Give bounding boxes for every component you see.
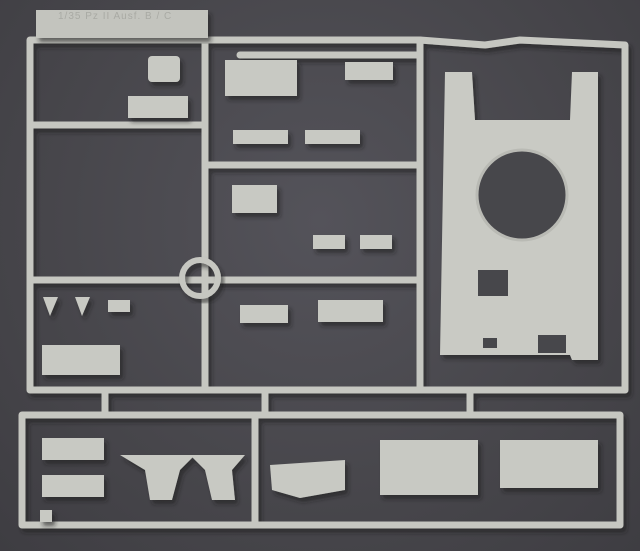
small-parts — [40, 56, 598, 522]
hull-part — [440, 72, 598, 360]
name-tab — [36, 10, 208, 38]
sprue-tab-label: 1/35 Pz II Ausf. B / C — [58, 11, 173, 22]
sprue-frame — [18, 36, 629, 529]
ring-junction — [179, 257, 221, 299]
